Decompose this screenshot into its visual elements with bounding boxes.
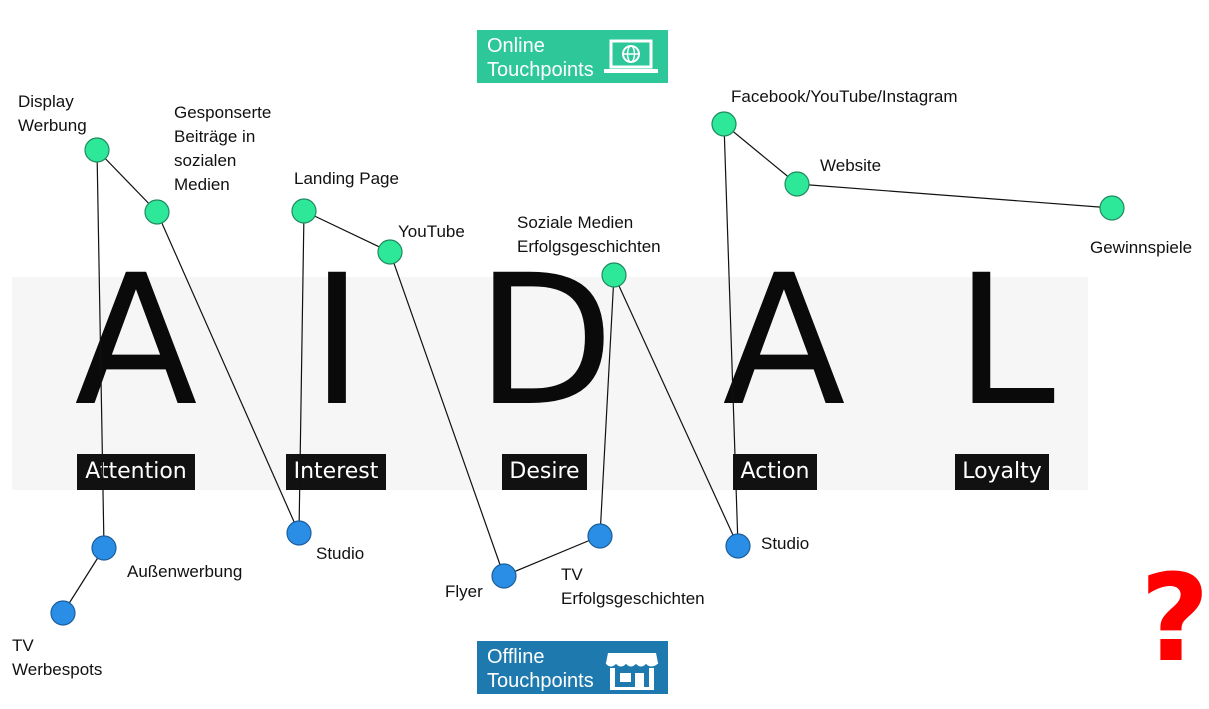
connector-facebook-to-website bbox=[723, 123, 798, 185]
offline-badge-text: Offline Touchpoints bbox=[487, 645, 607, 693]
node-website bbox=[784, 171, 810, 197]
label-gesponserte-beitraege: Gesponserte Beiträge in sozialen Medien bbox=[174, 103, 272, 194]
node-gewinnspiele bbox=[1099, 195, 1125, 221]
label-website: Website bbox=[820, 156, 882, 175]
online-badge-text: Online Touchpoints bbox=[487, 34, 607, 82]
connector-lines bbox=[62, 123, 1113, 614]
connector-soziale-to-studio2 bbox=[613, 274, 739, 547]
online-touchpoints-badge: Online Touchpoints bbox=[477, 30, 668, 83]
connector-studio2-to-facebook bbox=[723, 123, 739, 547]
question-mark: ? bbox=[1140, 550, 1209, 689]
offline-badge-line1: Offline bbox=[487, 646, 545, 668]
label-facebook-youtube-instagram: Facebook/YouTube/Instagram bbox=[731, 87, 958, 106]
connector-youtube-to-flyer bbox=[389, 251, 505, 577]
label-display-werbung: Display Werbung bbox=[18, 92, 87, 135]
node-landing-page bbox=[291, 198, 317, 224]
online-nodes bbox=[84, 111, 1125, 288]
node-facebook-youtube-instagram bbox=[711, 111, 737, 137]
label-tv-erfolgsgeschichten: TV Erfolgsgeschichten bbox=[561, 565, 705, 608]
connector-display-to-gesponserte bbox=[96, 149, 158, 213]
connector-landing-to-studio bbox=[298, 210, 305, 534]
offline-badge-line2: Touchpoints bbox=[487, 670, 594, 692]
connector-gesponserte-to-studio bbox=[156, 211, 300, 534]
node-aussenwerbung bbox=[91, 535, 117, 561]
node-tv-erfolgsgeschichten bbox=[587, 523, 613, 549]
label-gewinnspiele: Gewinnspiele bbox=[1090, 238, 1193, 257]
label-youtube: YouTube bbox=[398, 222, 465, 241]
connector-aussenwerbung-to-tv bbox=[62, 547, 105, 614]
stage-label-action: Action bbox=[733, 454, 817, 490]
label-landing-page: Landing Page bbox=[294, 169, 399, 188]
online-badge-line2: Touchpoints bbox=[487, 59, 594, 81]
label-soziale-medien: Soziale Medien Erfolgsgeschichten bbox=[517, 213, 661, 256]
online-badge-line1: Online bbox=[487, 35, 545, 57]
stage-label-interest: Interest bbox=[286, 454, 386, 490]
label-tv-werbespots: TV Werbespots bbox=[12, 636, 103, 679]
label-flyer: Flyer bbox=[445, 582, 483, 601]
label-studio-interest: Studio bbox=[316, 544, 365, 563]
connector-tv-erfolg-to-soziale bbox=[599, 274, 615, 537]
connector-flyer-to-tv-erfolg bbox=[503, 535, 601, 577]
letter-l-loyalty: L bbox=[954, 237, 1056, 446]
storefront-icon bbox=[604, 649, 660, 697]
offline-touchpoints-badge: Offline Touchpoints bbox=[477, 641, 668, 694]
letter-i-interest: I bbox=[310, 237, 364, 446]
letter-d-desire: D bbox=[475, 237, 615, 446]
letter-a-attention: A bbox=[74, 237, 198, 446]
node-gesponserte-beitraege bbox=[144, 199, 170, 225]
laptop-globe-icon bbox=[602, 38, 660, 82]
connector-display-to-aussenwerbung bbox=[96, 149, 105, 549]
offline-nodes bbox=[50, 520, 751, 626]
node-tv-werbespots bbox=[50, 600, 76, 626]
node-youtube bbox=[377, 239, 403, 265]
label-studio-action: Studio bbox=[761, 534, 810, 553]
node-studio-action bbox=[725, 533, 751, 559]
node-soziale-medien bbox=[601, 262, 627, 288]
node-studio-interest bbox=[286, 520, 312, 546]
stage-label-desire: Desire bbox=[502, 454, 587, 490]
connector-landing-to-youtube bbox=[303, 210, 391, 253]
node-display-werbung bbox=[84, 137, 110, 163]
stage-label-loyalty: Loyalty bbox=[955, 454, 1049, 490]
letter-a-action: A bbox=[722, 237, 846, 446]
node-flyer bbox=[491, 563, 517, 589]
connector-website-to-gewinnspiele bbox=[796, 183, 1113, 209]
label-aussenwerbung: Außenwerbung bbox=[127, 562, 243, 581]
